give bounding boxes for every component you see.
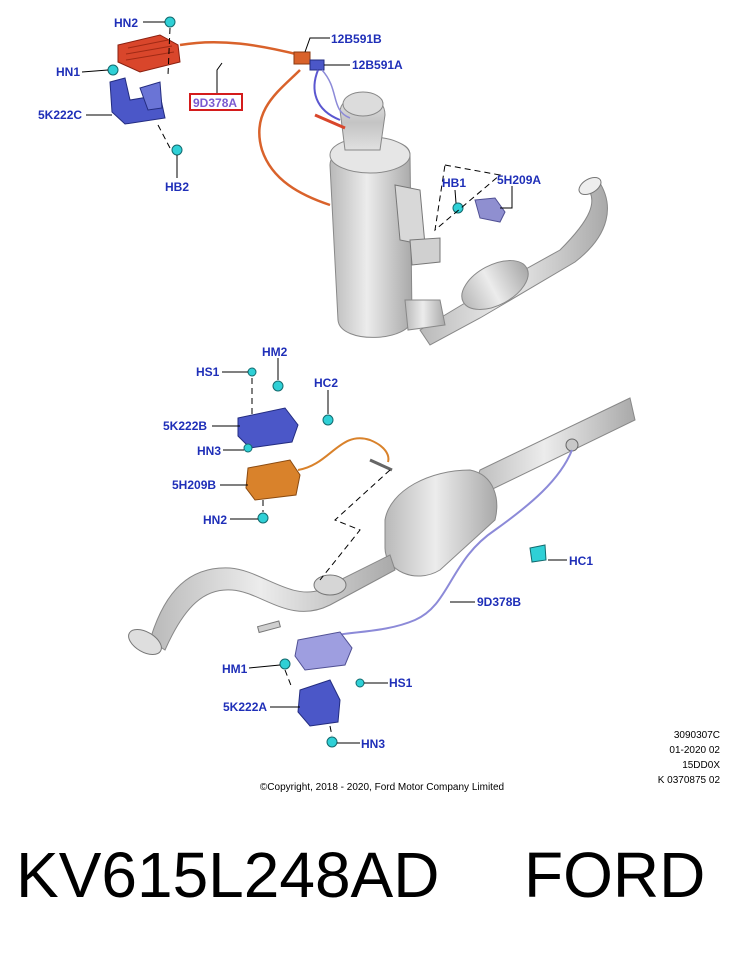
clip-hn3-top <box>243 443 253 453</box>
clip-hn3-bot <box>326 736 338 748</box>
callout-5k222a: 5K222A <box>223 700 267 714</box>
callout-hn1: HN1 <box>56 65 80 79</box>
callout-12b591b: 12B591B <box>331 32 382 46</box>
catalytic-converter <box>384 469 498 577</box>
exhaust-sensor-diagram: HN2 HN1 5K222C HB2 9D378A 12B591B 12B591… <box>38 16 636 751</box>
clip-hs1-top <box>247 367 257 377</box>
callout-hc1: HC1 <box>569 554 593 568</box>
clip-hn2-mid <box>257 512 269 524</box>
sensor-clip-hc1 <box>529 544 547 563</box>
sensor-wire-loop <box>258 69 331 207</box>
exhaust-pipe-lower-left <box>149 554 396 651</box>
sensor-boss-upper <box>565 438 579 452</box>
clip-hn2-top <box>164 16 176 28</box>
callout-5k222b: 5K222B <box>163 419 207 433</box>
leader-hn1 <box>81 69 109 73</box>
mount-stud <box>256 620 281 634</box>
drawing-ref-line-2: 01-2020 02 <box>669 745 720 756</box>
connector-12b591a <box>309 59 325 71</box>
pipe-clamp-lower <box>313 574 347 596</box>
part-number: KV615L248AD <box>16 839 440 911</box>
clip-hn1 <box>107 64 119 76</box>
callout-5k222c: 5K222C <box>38 108 82 122</box>
callout-hm1: HM1 <box>222 662 248 676</box>
install-line-hm1 <box>284 669 293 689</box>
callout-9d378b: 9D378B <box>477 595 521 609</box>
clip-hm1 <box>279 658 291 670</box>
dpf-outlet <box>404 299 446 331</box>
sensor-wire-red <box>314 113 346 130</box>
clip-hb1 <box>452 202 464 214</box>
install-line-hn3-bot <box>329 725 333 737</box>
callout-hn3-bot: HN3 <box>361 737 385 751</box>
dpf-inlet-flange <box>342 91 384 117</box>
sensor-wire-purple-2 <box>321 69 351 119</box>
sensor-wire-lower <box>297 437 390 471</box>
drawing-ref-line-1: 3090307C <box>673 730 720 741</box>
sensor-wire-top <box>179 40 301 57</box>
drawing-ref-line-3: 15DD0X <box>682 760 720 771</box>
clip-hc2 <box>322 414 334 426</box>
sensor-probe-lower <box>369 458 393 472</box>
callout-hm2: HM2 <box>262 345 288 359</box>
sensor-wire-9d378b <box>319 449 573 641</box>
nox-module-top-ribs <box>125 39 175 61</box>
install-triangle-hb1 <box>434 164 502 232</box>
copyright-notice: ©Copyright, 2018 - 2020, Ford Motor Comp… <box>259 782 505 793</box>
brand-name: FORD <box>524 839 706 911</box>
pipe-end-upper <box>578 176 602 196</box>
callout-12b591a: 12B591A <box>352 58 403 72</box>
clip-hs1-bot <box>355 678 365 688</box>
callout-hn2-top: HN2 <box>114 16 138 30</box>
leader-5h209a <box>500 186 513 209</box>
bracket-5k222c-arm <box>139 81 163 111</box>
install-zigzag <box>319 469 391 581</box>
install-line-hn2-top <box>167 27 171 76</box>
nox-module-bottom <box>294 631 353 671</box>
callout-5h209a: 5H209A <box>497 173 541 187</box>
module-5h209b <box>245 459 301 501</box>
drawing-reference-block: 3090307C 01-2020 02 15DD0X K 0370875 02 <box>658 728 720 788</box>
leader-hm1 <box>248 664 281 669</box>
callout-9d378a-highlight <box>189 93 243 111</box>
nox-module-top <box>117 34 181 73</box>
pipe-flange-lower <box>128 629 162 655</box>
dpf-mount-bracket-2 <box>409 237 441 266</box>
resonator-upper <box>461 260 529 310</box>
leader-9d378a <box>216 62 223 93</box>
callout-hc2: HC2 <box>314 376 338 390</box>
callout-hb2: HB2 <box>165 180 189 194</box>
callout-5h209b: 5H209B <box>172 478 216 492</box>
drawing-ref-line-4: K 0370875 02 <box>657 775 720 786</box>
callout-hn3-top: HN3 <box>197 444 221 458</box>
connector-12b591b <box>293 51 311 65</box>
bracket-5k222c <box>109 77 166 125</box>
leader-hb1 <box>454 189 457 204</box>
sensor-wire-purple <box>313 69 341 121</box>
callout-hb1: HB1 <box>442 176 466 190</box>
leader-12b591b <box>304 37 330 53</box>
callout-hn2-mid: HN2 <box>203 513 227 527</box>
clip-hb2 <box>171 144 183 156</box>
callout-9d378a: 9D378A <box>193 96 237 110</box>
bracket-5k222b <box>237 407 299 449</box>
clip-hm2 <box>272 380 284 392</box>
callout-hs1-bot: HS1 <box>389 676 413 690</box>
exhaust-pipe-lower-right <box>469 397 636 501</box>
install-line-hb2 <box>157 124 171 149</box>
callout-hs1-top: HS1 <box>196 365 220 379</box>
bracket-5k222a <box>297 679 341 727</box>
bracket-5h209a <box>474 197 506 223</box>
dpf-mount-bracket <box>394 184 426 246</box>
